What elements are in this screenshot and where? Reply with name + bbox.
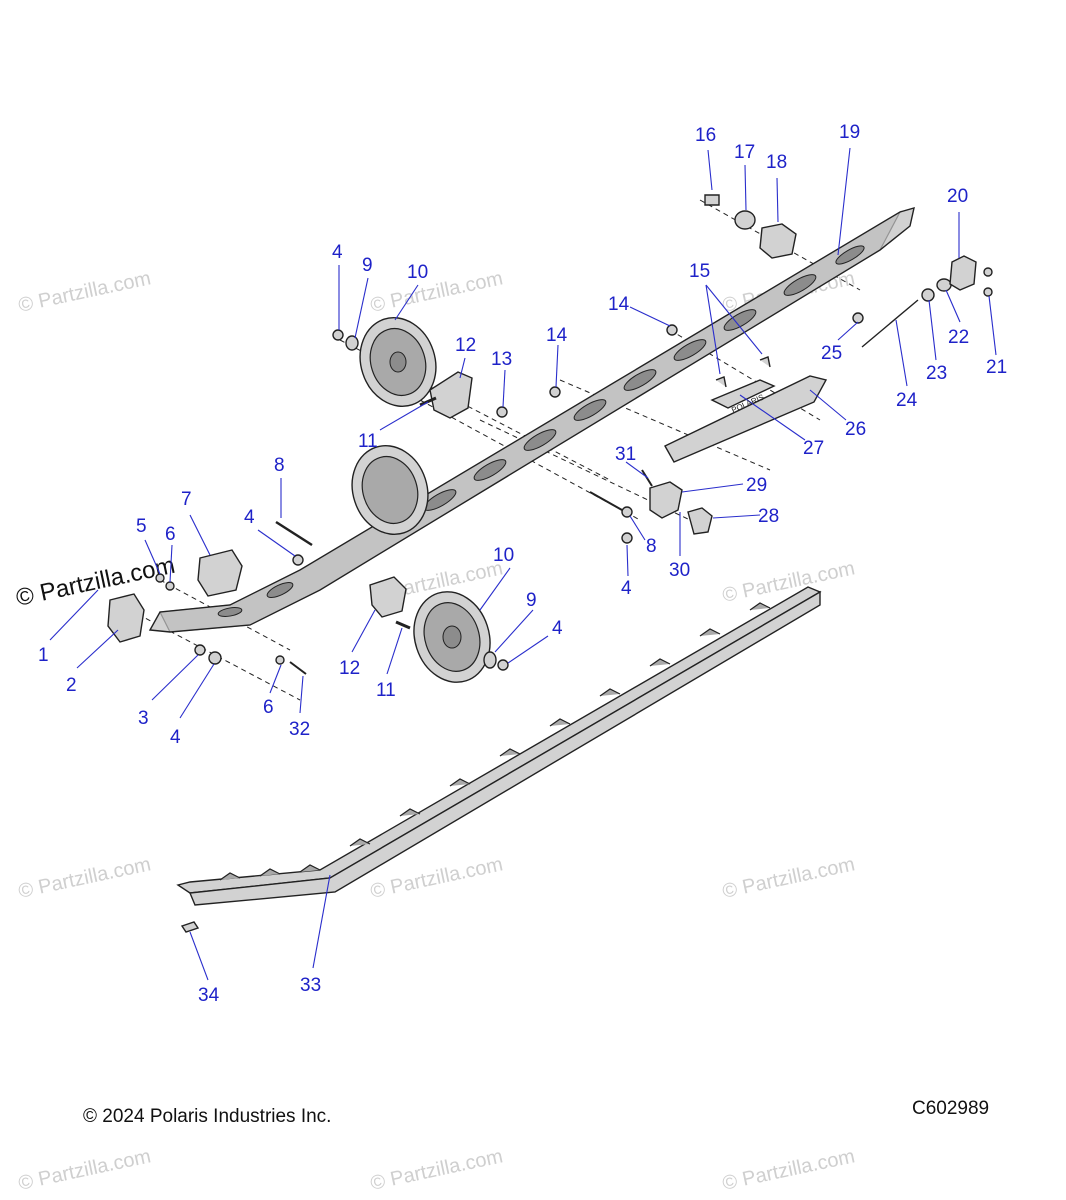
watermark-logo: © Partzilla.com <box>14 552 178 612</box>
callout-13: 13 <box>491 349 512 370</box>
callout-4: 4 <box>552 618 563 639</box>
wheel-lower <box>413 591 491 683</box>
rail <box>148 207 915 633</box>
callout-32: 32 <box>289 719 310 740</box>
callout-18: 18 <box>766 152 787 173</box>
wheel-middle <box>351 445 429 535</box>
watermark: © Partzilla.com <box>16 1145 152 1195</box>
callout-15: 15 <box>689 261 710 282</box>
callout-33: 33 <box>300 975 321 996</box>
wheel-upper <box>359 317 437 407</box>
callout-28: 28 <box>758 506 779 527</box>
callout-4: 4 <box>170 727 181 748</box>
callout-26: 26 <box>845 419 866 440</box>
callout-31: 31 <box>615 444 636 465</box>
hardware <box>107 194 993 933</box>
callout-29: 29 <box>746 475 767 496</box>
watermark: © Partzilla.com <box>368 267 504 317</box>
callout-11: 11 <box>376 680 396 701</box>
watermark: © Partzilla.com <box>720 1145 856 1195</box>
callout-25: 25 <box>821 343 842 364</box>
callout-7: 7 <box>181 489 192 510</box>
callout-20: 20 <box>947 186 968 207</box>
diagram-code: C602989 <box>912 1098 990 1119</box>
callout-12: 12 <box>455 335 476 356</box>
callout-34: 34 <box>198 985 220 1006</box>
watermark: © Partzilla.com <box>16 853 152 903</box>
callout-30: 30 <box>669 560 690 581</box>
callout-22: 22 <box>948 327 969 348</box>
callout-6: 6 <box>263 697 274 718</box>
callout-9: 9 <box>362 255 373 276</box>
callout-11: 11 <box>358 431 378 452</box>
callout-23: 23 <box>926 363 947 384</box>
callout-2: 2 <box>66 675 77 696</box>
callout-3: 3 <box>138 708 149 729</box>
rail-cutouts <box>217 245 865 617</box>
callout-1: 1 <box>38 645 49 666</box>
callout-4: 4 <box>621 578 632 599</box>
callout-12: 12 <box>339 658 360 679</box>
callout-16: 16 <box>695 125 716 146</box>
callout-27: 27 <box>803 438 824 459</box>
callout-5: 5 <box>136 516 147 537</box>
wear-strip <box>176 586 822 906</box>
watermark: © Partzilla.com <box>16 267 152 317</box>
callout-4: 4 <box>244 507 255 528</box>
callout-24: 24 <box>896 390 918 411</box>
copyright-text: © 2024 Polaris Industries Inc. <box>83 1106 332 1127</box>
callout-9: 9 <box>526 590 537 611</box>
callout-4: 4 <box>332 242 343 263</box>
callouts: 1 2 3 4 4 4 4 4 5 6 6 7 8 8 9 9 10 10 11… <box>38 122 1007 1006</box>
callout-8: 8 <box>274 455 285 476</box>
callout-10: 10 <box>493 545 514 566</box>
callout-21: 21 <box>986 357 1007 378</box>
callout-14: 14 <box>546 325 568 346</box>
watermark: © Partzilla.com <box>720 853 856 903</box>
callout-14: 14 <box>608 294 630 315</box>
callout-19: 19 <box>839 122 860 143</box>
callout-17: 17 <box>734 142 755 163</box>
watermark: © Partzilla.com <box>368 1145 504 1195</box>
callout-8: 8 <box>646 536 657 557</box>
callout-10: 10 <box>407 262 428 283</box>
leader-lines <box>49 147 997 981</box>
callout-6: 6 <box>165 524 176 545</box>
